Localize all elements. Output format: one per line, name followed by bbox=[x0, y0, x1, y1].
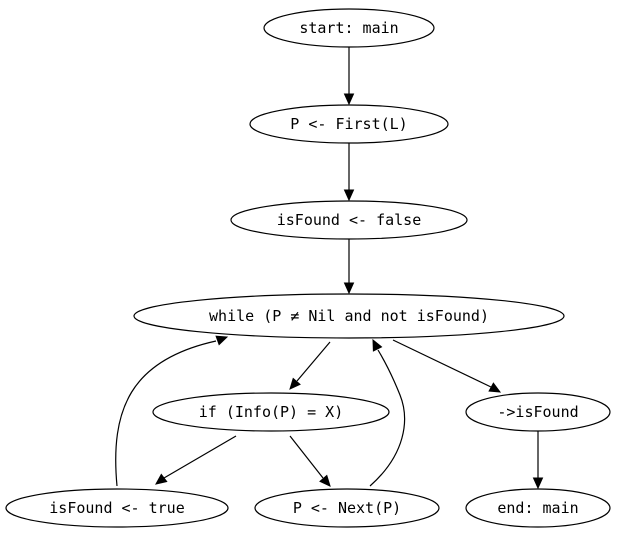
node-start-shape bbox=[263, 8, 435, 48]
arrowhead bbox=[289, 377, 301, 390]
node-next-label: P <- Next(P) bbox=[293, 499, 401, 517]
node-end-label: end: main bbox=[497, 499, 578, 517]
edge-return-to-end bbox=[532, 431, 544, 490]
arrowhead bbox=[343, 282, 355, 295]
edge-line bbox=[115, 340, 217, 487]
edge-while-to-if bbox=[289, 341, 331, 390]
node-first-shape bbox=[249, 104, 449, 144]
edge-start-to-first bbox=[343, 47, 355, 106]
node-if-label: if (Info(P) = X) bbox=[199, 403, 344, 421]
edge-if-to-next bbox=[289, 435, 331, 487]
node-while-label: while (P ≠ Nil and not isFound) bbox=[209, 307, 489, 325]
node-if-shape bbox=[152, 392, 390, 432]
node-init-found: isFound <- false bbox=[230, 200, 468, 240]
node-return: ->isFound bbox=[465, 392, 611, 432]
node-end: end: main bbox=[465, 488, 611, 528]
node-start-label: start: main bbox=[299, 19, 398, 37]
nodes-layer: start: main P <- First(L) isFound <- fal… bbox=[5, 8, 611, 528]
node-init-found-label: isFound <- false bbox=[277, 211, 422, 229]
edge-first-to-init-found bbox=[343, 143, 355, 202]
arrowhead bbox=[215, 335, 229, 346]
node-if: if (Info(P) = X) bbox=[152, 392, 390, 432]
node-set-found: isFound <- true bbox=[5, 488, 229, 528]
node-next-shape bbox=[254, 488, 440, 528]
edge-line bbox=[289, 435, 324, 479]
edge-while-to-return bbox=[392, 339, 502, 393]
arrowhead bbox=[343, 93, 355, 106]
node-first: P <- First(L) bbox=[249, 104, 449, 144]
arrowhead bbox=[155, 473, 168, 485]
edge-line bbox=[163, 435, 237, 479]
edge-next-to-while bbox=[369, 338, 406, 487]
arrowhead bbox=[319, 474, 331, 487]
node-while-shape bbox=[133, 293, 565, 339]
node-set-found-shape bbox=[5, 488, 229, 528]
node-end-shape bbox=[465, 488, 611, 528]
edge-if-to-set-found bbox=[155, 435, 237, 485]
edge-set-found-to-while bbox=[115, 335, 229, 487]
edges-layer bbox=[115, 47, 544, 490]
node-start: start: main bbox=[263, 8, 435, 48]
node-next: P <- Next(P) bbox=[254, 488, 440, 528]
node-return-label: ->isFound bbox=[497, 403, 578, 421]
arrowhead bbox=[488, 382, 502, 393]
node-while: while (P ≠ Nil and not isFound) bbox=[133, 293, 565, 339]
edge-init-found-to-while bbox=[343, 239, 355, 295]
node-set-found-label: isFound <- true bbox=[49, 499, 184, 517]
arrowhead bbox=[372, 338, 383, 352]
arrowhead bbox=[532, 477, 544, 490]
arrowhead bbox=[343, 189, 355, 202]
node-return-shape bbox=[465, 392, 611, 432]
edge-line bbox=[296, 341, 331, 382]
node-first-label: P <- First(L) bbox=[290, 115, 407, 133]
edge-line bbox=[392, 339, 492, 388]
edge-line bbox=[369, 349, 406, 487]
node-init-found-shape bbox=[230, 200, 468, 240]
